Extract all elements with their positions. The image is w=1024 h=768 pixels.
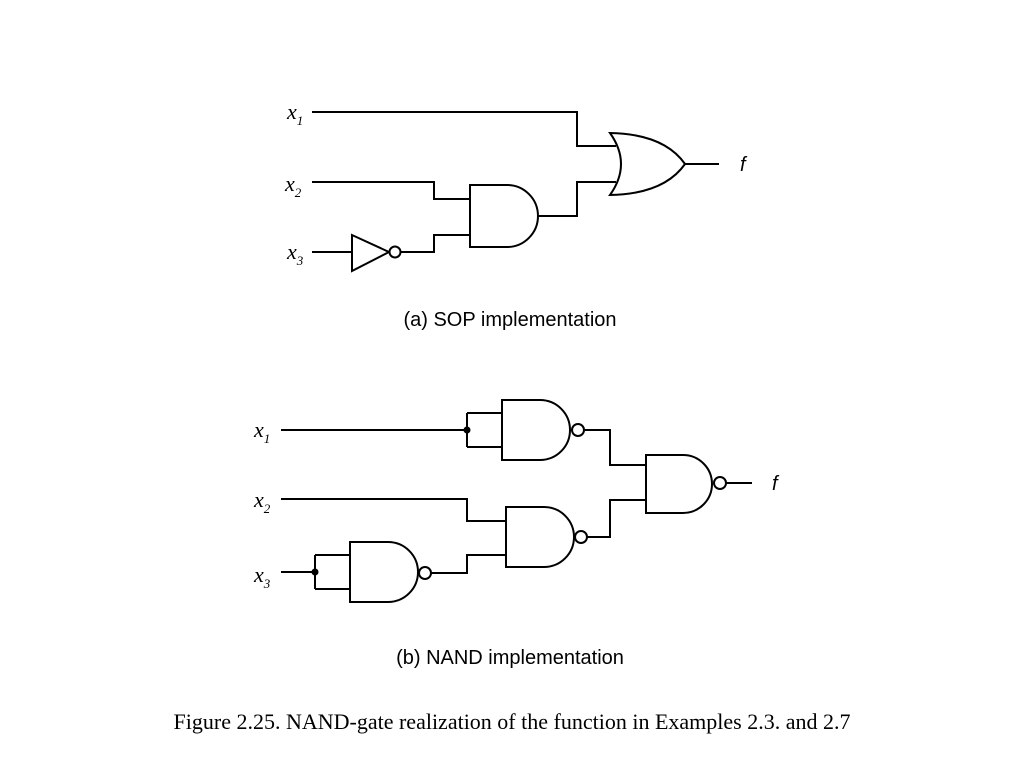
wire-b-x2 (281, 498, 506, 522)
label-b-x3: x3 (253, 562, 271, 591)
nand-gate-b2 (505, 506, 575, 568)
wire-b-nand1-out (584, 429, 646, 466)
nand-gate-b4 (645, 454, 713, 514)
wire-a-and-out (538, 181, 616, 217)
junction-dot-b-x3 (311, 568, 319, 576)
label-a-x2: x2 (284, 171, 302, 200)
wire-b-nand3-out (431, 554, 506, 574)
wire-a-not-out (401, 234, 470, 253)
output-label-b: f (772, 473, 780, 495)
junction-dot-b-x1 (463, 426, 471, 434)
nand-bubble-b3 (418, 566, 432, 580)
diagram-b-nand: x1 x2 x3 f (253, 399, 780, 669)
wire-a-x1 (312, 111, 616, 147)
label-b-x2: x2 (253, 487, 271, 516)
output-label-a: f (740, 154, 748, 176)
caption-a: (a) SOP implementation (403, 309, 616, 331)
nand-gate-b3 (349, 541, 419, 603)
label-a-x3: x3 (286, 239, 304, 268)
figure-caption: Figure 2.25. NAND-gate realization of th… (174, 709, 851, 734)
nand-bubble-b4 (713, 476, 727, 490)
nand-bubble-b1 (571, 423, 585, 437)
nand-bubble-b2 (574, 530, 588, 544)
and-gate-a (469, 184, 539, 248)
or-gate-a (608, 131, 687, 197)
not-bubble-a (388, 245, 402, 259)
label-a-x1: x1 (286, 99, 303, 128)
nand-gate-b1 (501, 399, 571, 461)
diagram-a-sop: x1 x2 x3 f (a) SOP implementation (284, 99, 748, 331)
wire-b-nand2-out (587, 499, 646, 538)
label-b-x1: x1 (253, 417, 270, 446)
caption-b: (b) NAND implementation (396, 647, 624, 669)
not-gate-a (351, 233, 392, 273)
wire-a-x2 (312, 181, 470, 200)
